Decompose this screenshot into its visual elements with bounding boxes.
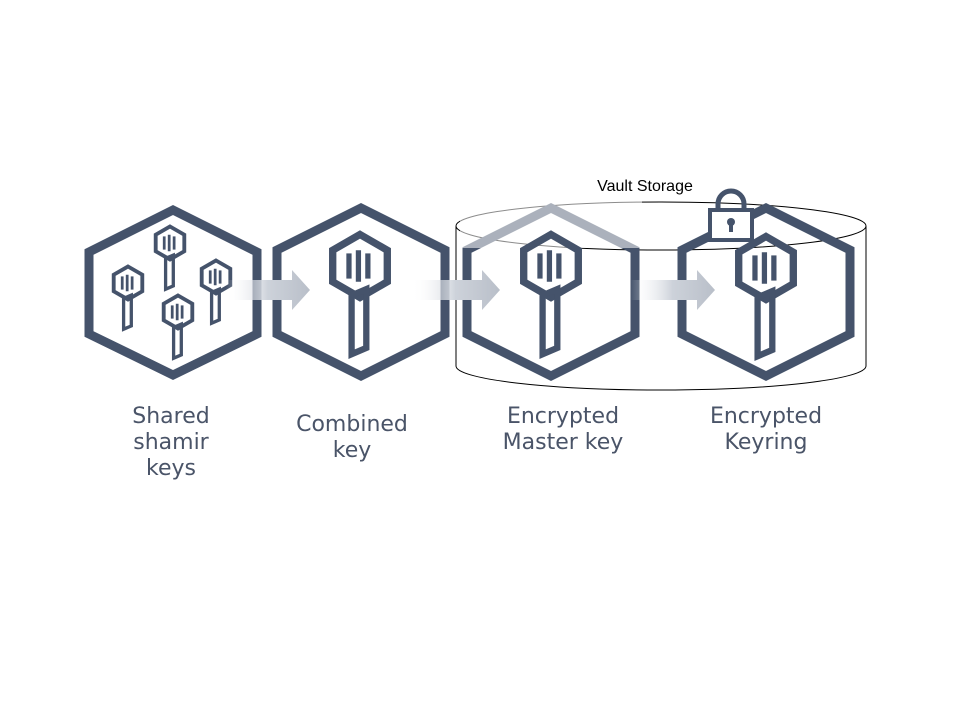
caption-line: Keyring <box>724 430 808 455</box>
encrypted-keyring-icon <box>677 202 855 382</box>
caption-shared-shamir-keys: Shared shamir keys <box>101 404 241 482</box>
shared-shamir-keys-icon <box>84 204 262 381</box>
caption-line: Encrypted <box>506 404 620 429</box>
arrow-right-icon <box>412 270 500 310</box>
encrypted-master-key-icon <box>460 198 642 382</box>
vault-storage-label: Vault Storage <box>597 178 693 195</box>
caption-line: shamir <box>133 430 209 455</box>
arrow-right-icon <box>226 270 310 310</box>
caption-line: Master key <box>502 430 624 455</box>
combined-key-icon <box>272 202 450 382</box>
caption-encrypted-master-key: Encrypted Master key <box>478 404 648 456</box>
arrow-right-icon <box>630 270 715 310</box>
caption-combined-key: Combined key <box>272 412 432 464</box>
caption-line: Shared <box>132 404 210 429</box>
caption-encrypted-keyring: Encrypted Keyring <box>686 404 846 456</box>
vault-storage-cylinder <box>455 201 867 391</box>
caption-line: Encrypted <box>709 404 823 429</box>
lock-icon <box>708 188 754 242</box>
caption-line: keys <box>146 456 196 481</box>
caption-line: key <box>332 438 372 463</box>
caption-line: Combined <box>296 412 408 437</box>
